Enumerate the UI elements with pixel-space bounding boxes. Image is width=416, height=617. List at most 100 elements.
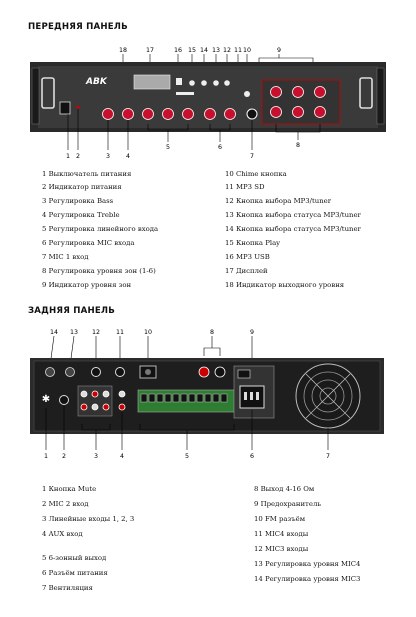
line-input-rca[interactable] xyxy=(102,403,110,411)
front-legend-item: 5 Регулировка линейного входа xyxy=(42,225,159,233)
front-callout-11: 11 xyxy=(234,47,242,54)
rear-legend-item: 9 Предохранитель xyxy=(254,500,322,508)
rear-callout-2: 2 xyxy=(62,453,66,460)
speaker-output-terminal[interactable] xyxy=(214,366,226,378)
line-input-knob-2[interactable] xyxy=(162,108,174,120)
front-legend-item: 13 Кнопка выбора статуса MP3/tuner xyxy=(225,211,361,219)
mic3-input-jack[interactable] xyxy=(91,367,101,377)
rear-callout-9: 9 xyxy=(250,329,254,336)
front-callout-1: 1 xyxy=(66,153,70,160)
rear-legend-item: 11 MIC4 входы xyxy=(254,530,309,538)
front-panel-diagram: 18 17 16 15 14 13 12 11 10 9 ABK xyxy=(30,47,386,160)
rear-legend-item: 5 6-зонный выход xyxy=(42,554,107,562)
mic4-input-jack[interactable] xyxy=(115,367,125,377)
mp3-usb-port[interactable] xyxy=(176,78,182,85)
rear-legend-item: 3 Линейные входы 1, 2, 3 xyxy=(42,515,135,523)
chime-button[interactable] xyxy=(244,91,250,97)
front-legend-item: 10 Chime кнопка xyxy=(225,170,287,178)
mp3-sd-slot[interactable] xyxy=(176,92,194,95)
display xyxy=(133,74,171,90)
rear-callout-3: 3 xyxy=(94,453,98,460)
mic3-level-knob[interactable] xyxy=(45,367,55,377)
front-callout-18: 18 xyxy=(119,47,127,54)
front-callout-10: 10 xyxy=(243,47,251,54)
rear-panel-title: ЗАДНЯЯ ПАНЕЛЬ xyxy=(28,306,116,316)
bass-knob[interactable] xyxy=(102,108,114,120)
rear-callout-6: 6 xyxy=(250,453,254,460)
mic-input-knob-1[interactable] xyxy=(204,108,216,120)
front-legend-item: 11 MP3 SD xyxy=(225,183,265,191)
rear-legend-item: 8 Выход 4-16 Ом xyxy=(254,485,315,493)
front-callout-12: 12 xyxy=(223,47,231,54)
front-legend-item: 16 MP3 USB xyxy=(225,253,270,261)
front-legend-item: 18 Индикатор выходного уровня xyxy=(225,281,345,289)
rear-legend-item: 4 AUX вход xyxy=(42,530,83,538)
front-legend-item: 17 Дисплей xyxy=(225,267,268,275)
front-callout-3: 3 xyxy=(106,153,110,160)
line-input-knob-1[interactable] xyxy=(142,108,154,120)
front-callout-14: 14 xyxy=(200,47,208,54)
treble-knob[interactable] xyxy=(122,108,134,120)
front-legend-item: 9 Индикатор уровня зон xyxy=(42,281,132,289)
rear-callout-10: 10 xyxy=(144,329,152,336)
line-input-rca[interactable] xyxy=(80,403,88,411)
rear-panel-diagram: 14 13 12 11 10 8 9 ✱ xyxy=(30,329,384,460)
front-callout-7: 7 xyxy=(250,153,254,160)
front-legend-item: 3 Регулировка Bass xyxy=(42,197,114,205)
rear-legend-item: 10 FM разъём xyxy=(254,515,306,523)
line-input-rca[interactable] xyxy=(91,390,99,398)
front-legend-item: 2 Индикатор питания xyxy=(42,183,122,191)
mic2-input-jack[interactable] xyxy=(59,395,69,405)
line-input-rca[interactable] xyxy=(91,403,99,411)
rear-legend-item: 2 MIC 2 вход xyxy=(42,500,89,508)
zone-knob-2[interactable] xyxy=(292,86,304,98)
front-legend-item: 1 Выключатель питания xyxy=(42,170,132,178)
mic1-input-jack[interactable] xyxy=(246,108,258,120)
zone-knob-3[interactable] xyxy=(314,86,326,98)
mute-button-icon[interactable]: ✱ xyxy=(42,394,50,405)
front-brand-logo: ABK xyxy=(85,77,108,87)
line-input-knob-3[interactable] xyxy=(182,108,194,120)
rear-callout-8: 8 xyxy=(210,329,214,336)
rear-legend-item: 7 Вентиляция xyxy=(42,584,93,592)
rear-callout-1: 1 xyxy=(44,453,48,460)
mp3-select-button[interactable] xyxy=(224,80,230,86)
front-callout-16: 16 xyxy=(174,47,182,54)
mic4-level-knob[interactable] xyxy=(65,367,75,377)
rear-callout-5: 5 xyxy=(185,453,189,460)
zone-knob-1[interactable] xyxy=(270,86,282,98)
line-input-rca[interactable] xyxy=(102,390,110,398)
rear-callout-13: 13 xyxy=(70,329,78,336)
front-callout-9: 9 xyxy=(277,47,281,54)
power-switch[interactable] xyxy=(59,101,71,115)
zone-knob-5[interactable] xyxy=(292,106,304,118)
rear-callout-14: 14 xyxy=(50,329,58,336)
play-button[interactable] xyxy=(189,80,195,86)
rear-legend-item: 14 Регулировка уровня MIC3 xyxy=(254,575,361,583)
mp3-status-button-14[interactable] xyxy=(201,80,207,86)
aux-input-rca[interactable] xyxy=(118,390,126,398)
rear-callout-11: 11 xyxy=(116,329,124,336)
front-legend-item: 8 Регулировка уровня зон (1-6) xyxy=(42,267,156,275)
front-panel-title: ПЕРЕДНЯЯ ПАНЕЛЬ xyxy=(28,22,128,32)
mp3-status-button-13[interactable] xyxy=(213,80,219,86)
fuse-holder[interactable] xyxy=(237,369,251,379)
aux-input-rca[interactable] xyxy=(118,403,126,411)
rear-callout-7: 7 xyxy=(326,453,330,460)
line-input-rca[interactable] xyxy=(80,390,88,398)
rear-legend-item: 6 Разъём питания xyxy=(42,569,108,577)
speaker-output-terminal[interactable] xyxy=(198,366,210,378)
zone-knob-4[interactable] xyxy=(270,106,282,118)
mic-input-knob-2[interactable] xyxy=(224,108,236,120)
front-legend-item: 4 Регулировка Treble xyxy=(42,211,120,219)
front-legend-item: 7 MIC 1 вход xyxy=(42,253,89,261)
front-callout-4: 4 xyxy=(126,153,130,160)
front-callout-13: 13 xyxy=(212,47,220,54)
front-callout-8: 8 xyxy=(296,142,300,149)
front-callout-6: 6 xyxy=(218,144,222,151)
front-callout-2: 2 xyxy=(76,153,80,160)
rear-callout-4: 4 xyxy=(120,453,124,460)
front-legend-item: 12 Кнопка выбора MP3/tuner xyxy=(225,197,332,205)
rear-legend-item: 12 MIC3 входы xyxy=(254,545,309,553)
zone-knob-6[interactable] xyxy=(314,106,326,118)
